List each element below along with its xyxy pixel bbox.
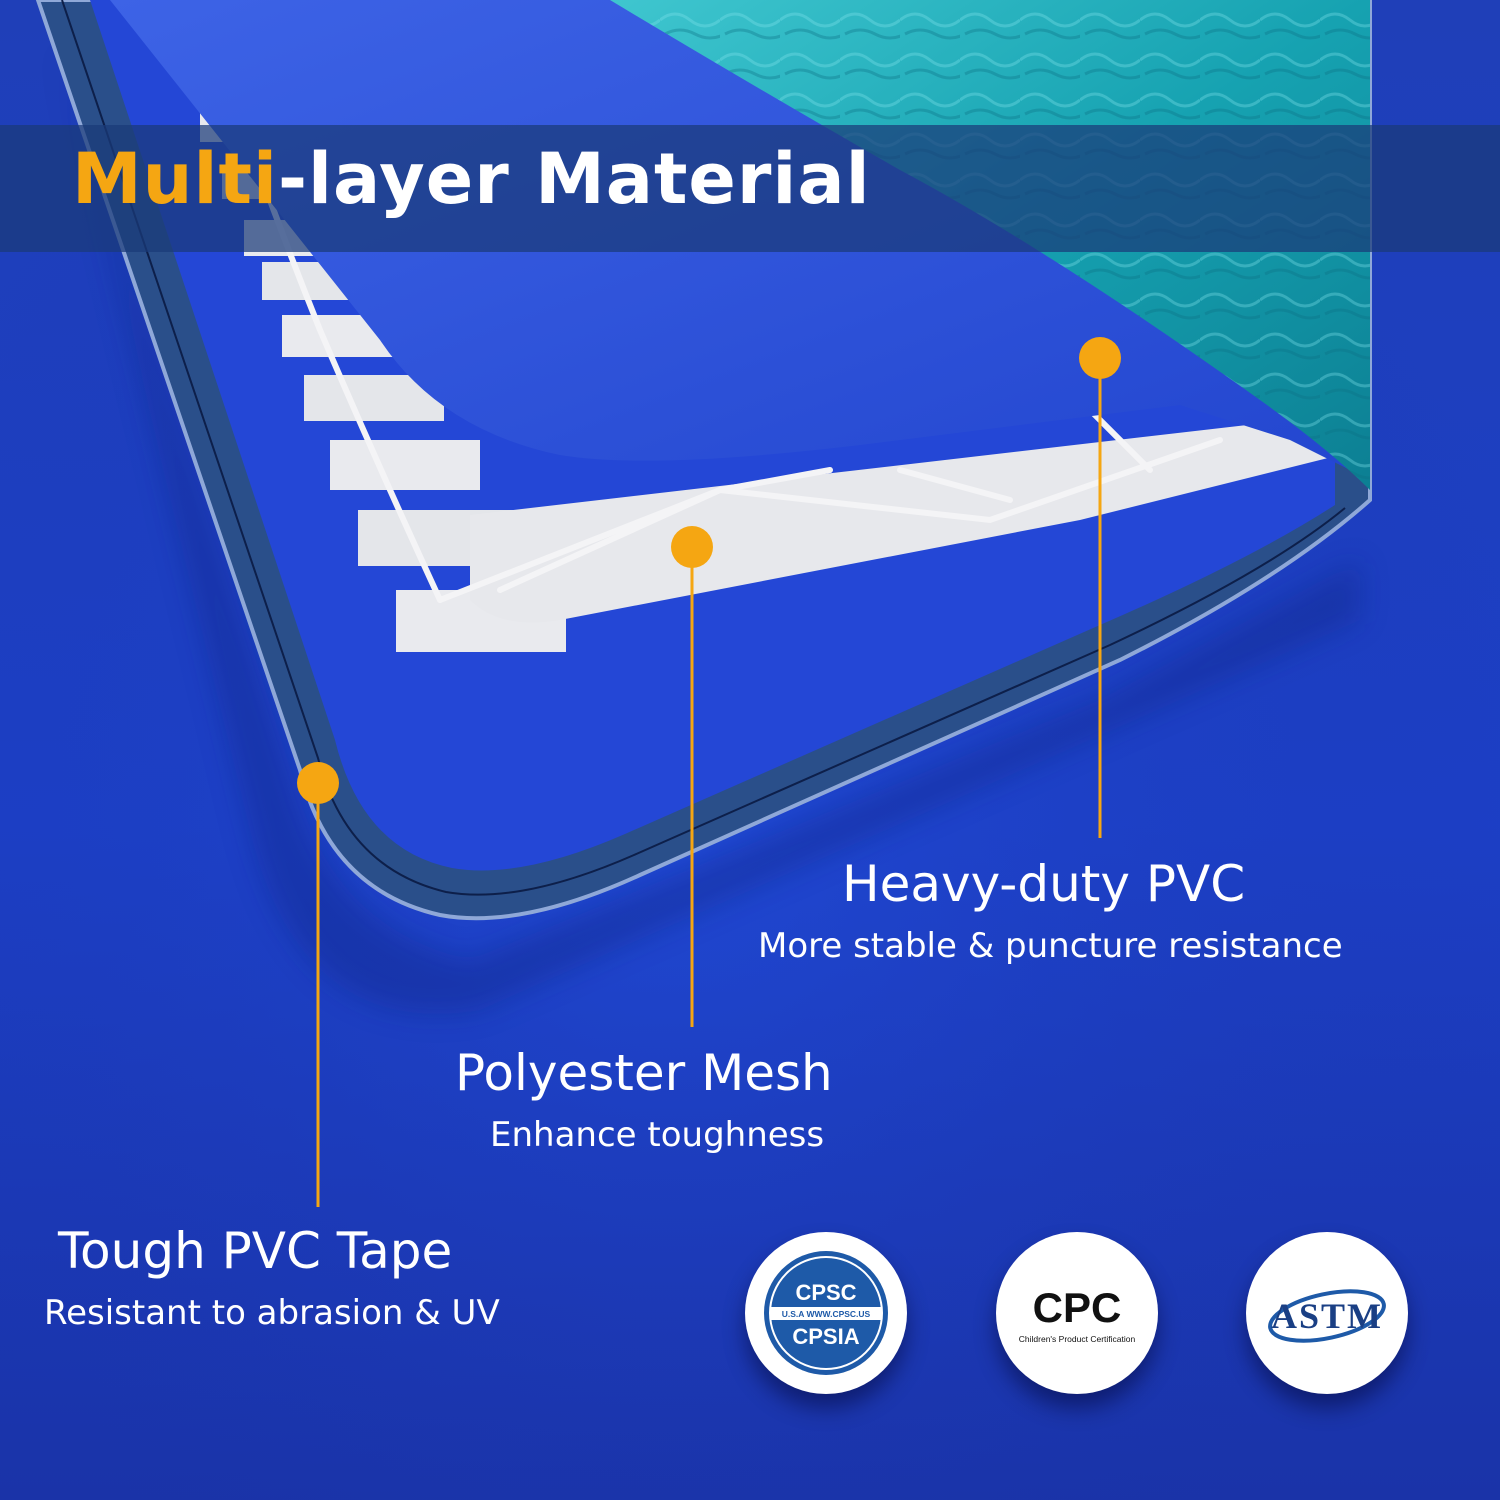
layer-heavy-duty-pvc-description: More stable & puncture resistance — [758, 926, 1343, 966]
title-rest: -layer Material — [277, 138, 871, 220]
cpc-text: CPC — [1033, 1284, 1122, 1331]
astm-text: ASTM — [1271, 1296, 1383, 1336]
layer-polyester-mesh-name: Polyester Mesh — [455, 1044, 833, 1102]
layer-pvc-tape-description: Resistant to abrasion & UV — [44, 1293, 500, 1333]
layer-heavy-duty-pvc-name: Heavy-duty PVC — [842, 855, 1246, 913]
cpsc-bottom-text: CPSIA — [792, 1324, 859, 1349]
water-ripples — [610, 0, 1370, 490]
title-band — [0, 125, 1500, 252]
mesh-strip — [330, 440, 480, 490]
layer-pvc-tape-name: Tough PVC Tape — [58, 1222, 453, 1280]
astm-orbit — [1268, 1289, 1386, 1343]
page-title: Multi-layer Material — [72, 138, 871, 220]
pointer-dot-pvc — [1079, 337, 1121, 379]
pvc-tape-stitch — [61, 0, 1346, 896]
pointer-dot-mesh — [671, 526, 713, 568]
title-highlight: Multi — [72, 138, 278, 220]
cpc-badge: CPC Children's Product Certification — [996, 1232, 1158, 1394]
cpsc-divider — [770, 1307, 882, 1320]
cpc-caption: Children's Product Certification — [1019, 1334, 1136, 1344]
pointer-dot-tape — [297, 762, 339, 804]
layer-polyester-mesh-description: Enhance toughness — [490, 1115, 825, 1155]
polyester-mesh-bottom — [470, 420, 1340, 623]
astm-badge: ASTM — [1246, 1232, 1408, 1394]
cpsc-badge: CPSC U.S.A WWW.CPSC.US CPSIA — [745, 1232, 907, 1394]
cpsc-middle-text: U.S.A WWW.CPSC.US — [782, 1309, 871, 1319]
cpsc-top-text: CPSC — [795, 1280, 856, 1305]
